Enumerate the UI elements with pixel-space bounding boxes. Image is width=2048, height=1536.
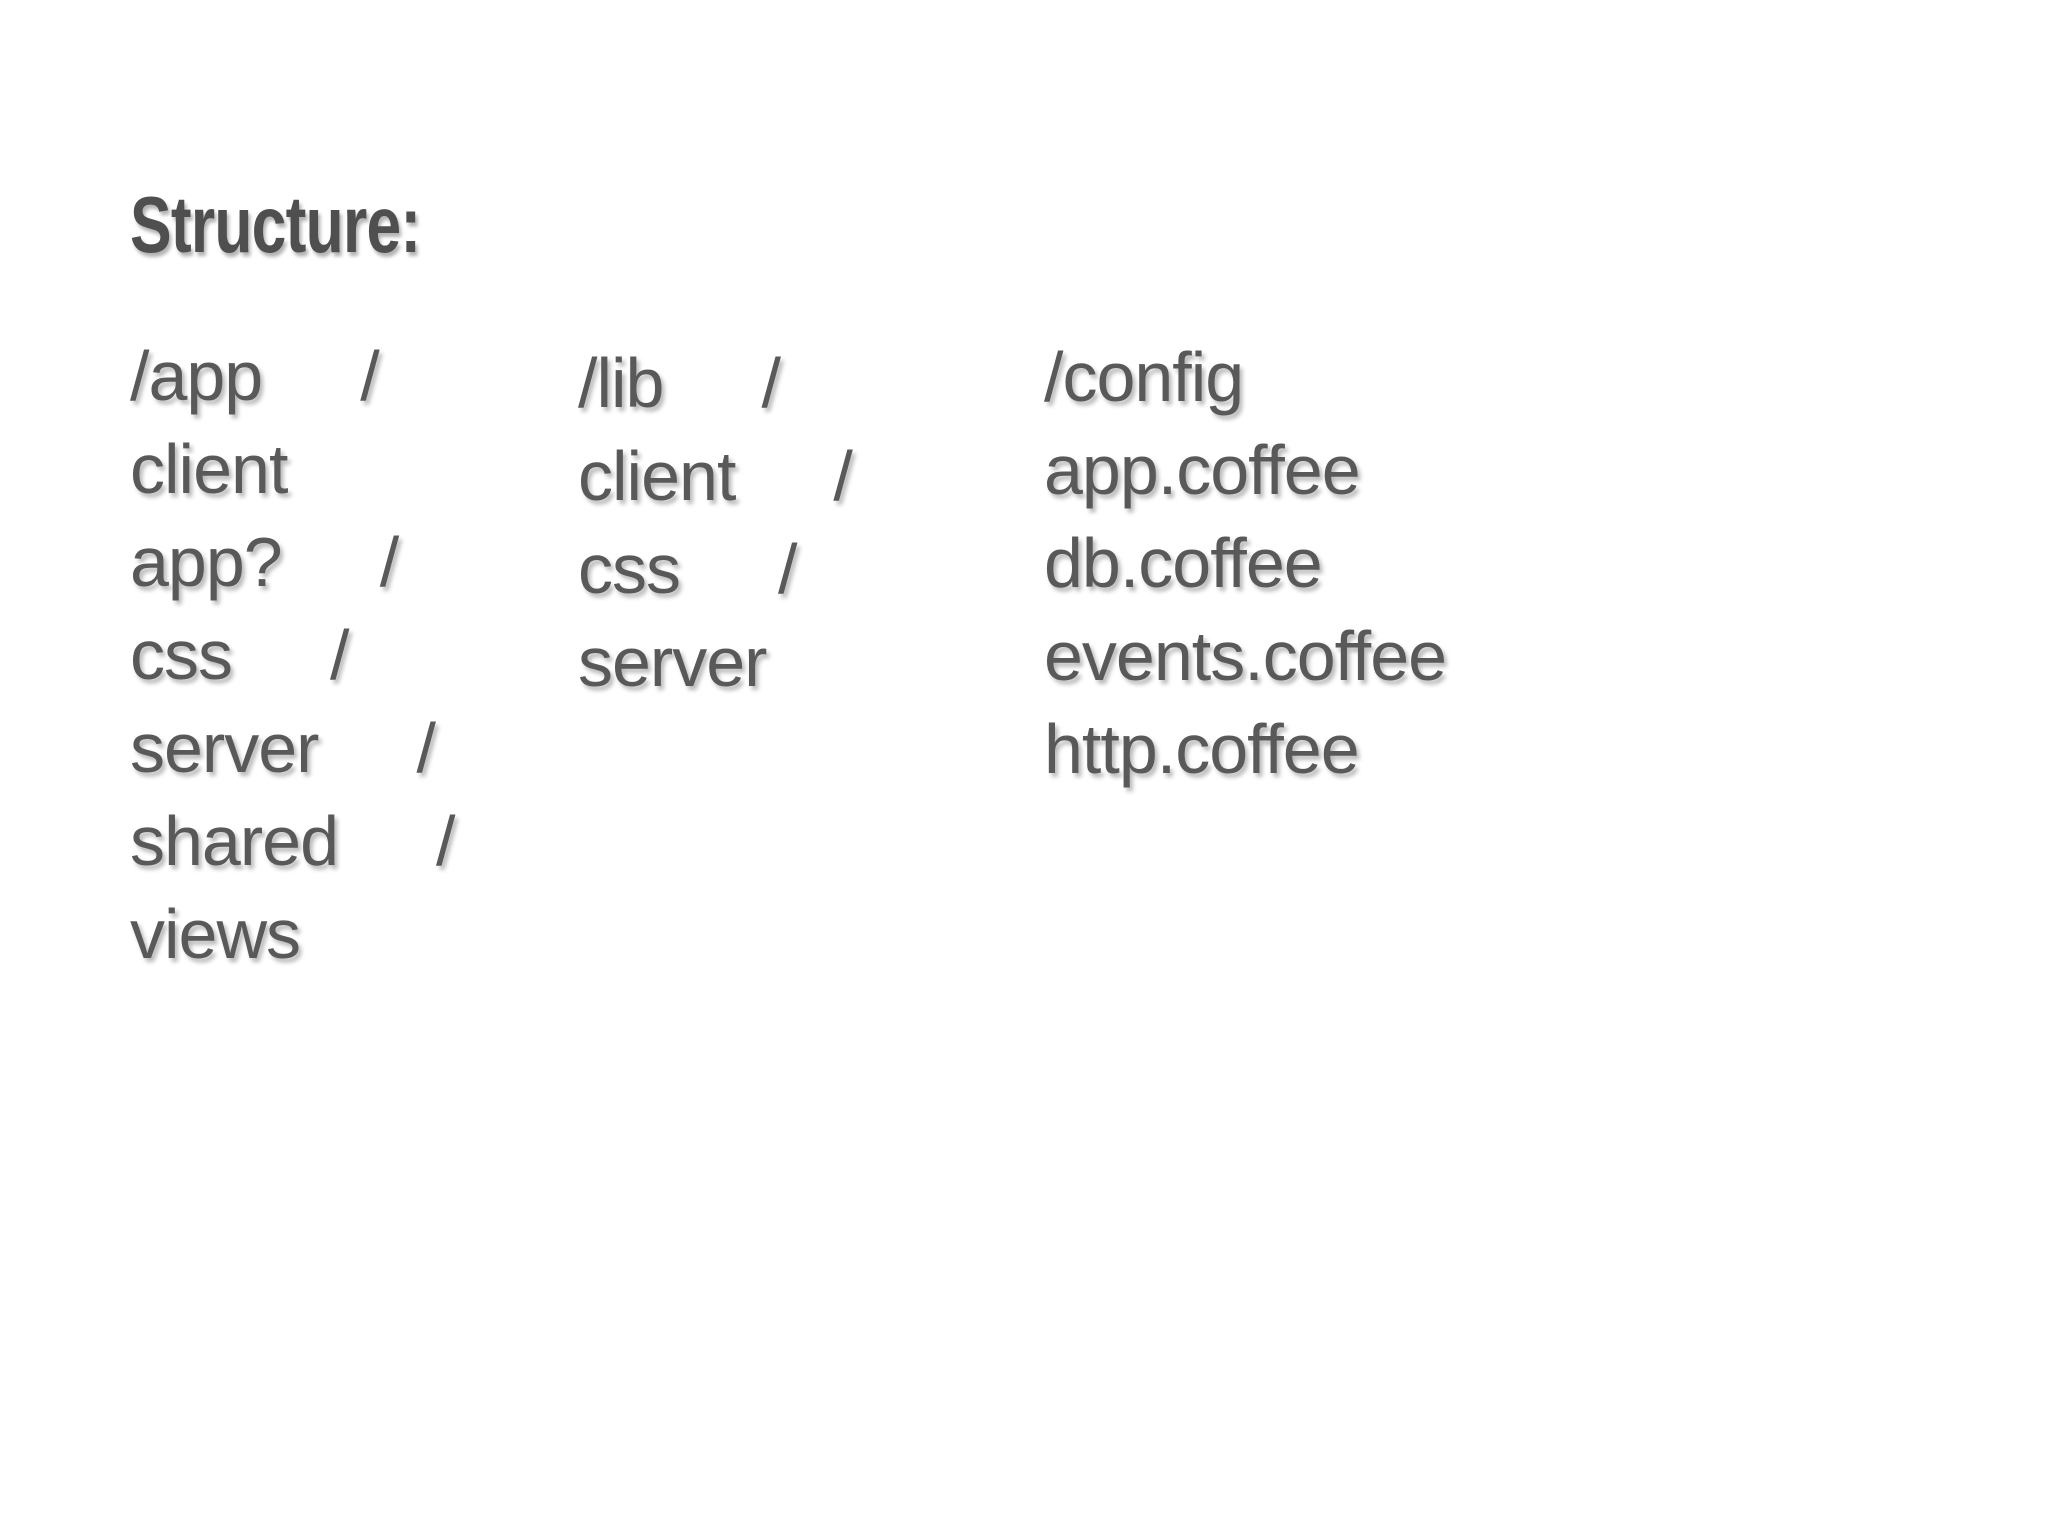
dir-slash: / xyxy=(436,802,455,880)
dir-name: server xyxy=(578,623,767,701)
directory-column-app: /app/ client app?/ css/ server/ shared/ … xyxy=(130,330,456,981)
tree-line: server xyxy=(578,616,864,709)
tree-line: server / xyxy=(130,702,455,795)
file-name: /config xyxy=(1044,338,1244,416)
dir-slash: / xyxy=(761,344,780,422)
dir-slash: / xyxy=(833,437,852,515)
directory-column-lib: /lib / client / css / server xyxy=(578,337,864,709)
dir-name: /lib xyxy=(578,344,664,422)
tree-line: shared / xyxy=(130,795,456,888)
tree-line: /lib / xyxy=(578,337,864,430)
tree-line: css / xyxy=(578,523,864,616)
dir-slash: / xyxy=(360,337,379,415)
file-name: db.coffee xyxy=(1044,524,1323,602)
dir-name: views xyxy=(130,895,301,973)
file-name: app.coffee xyxy=(1044,431,1361,509)
tree-line: app.coffee xyxy=(1044,424,1544,517)
dir-name: /app xyxy=(130,337,263,415)
tree-line: client xyxy=(130,423,455,516)
dir-name: css xyxy=(578,530,681,608)
dir-slash: / xyxy=(379,523,399,601)
tree-line: client / xyxy=(578,430,864,523)
tree-line: /app / xyxy=(130,330,455,423)
dir-name: app? xyxy=(130,523,283,601)
tree-line: events.coffee xyxy=(1044,610,1544,703)
dir-name: css xyxy=(130,616,233,694)
tree-line: css / xyxy=(130,609,455,702)
tree-line: app? / xyxy=(130,516,455,609)
tree-line: /config xyxy=(1044,331,1544,424)
tree-line: db.coffee xyxy=(1044,517,1544,610)
file-name: http.coffee xyxy=(1044,710,1360,788)
tree-line: http.coffee xyxy=(1044,703,1544,796)
dir-slash: / xyxy=(416,709,435,787)
file-name: events.coffee xyxy=(1044,617,1447,695)
tree-line: views xyxy=(130,888,455,981)
dir-name: client xyxy=(578,437,736,515)
directory-column-config: /config app.coffee db.coffee events.coff… xyxy=(1044,331,1544,796)
dir-slash: / xyxy=(778,530,797,608)
dir-name: client xyxy=(130,430,288,508)
dir-name: shared xyxy=(130,802,339,880)
dir-slash: / xyxy=(330,616,349,694)
dir-name: server xyxy=(130,709,319,787)
page-title: Structure: xyxy=(130,180,421,269)
